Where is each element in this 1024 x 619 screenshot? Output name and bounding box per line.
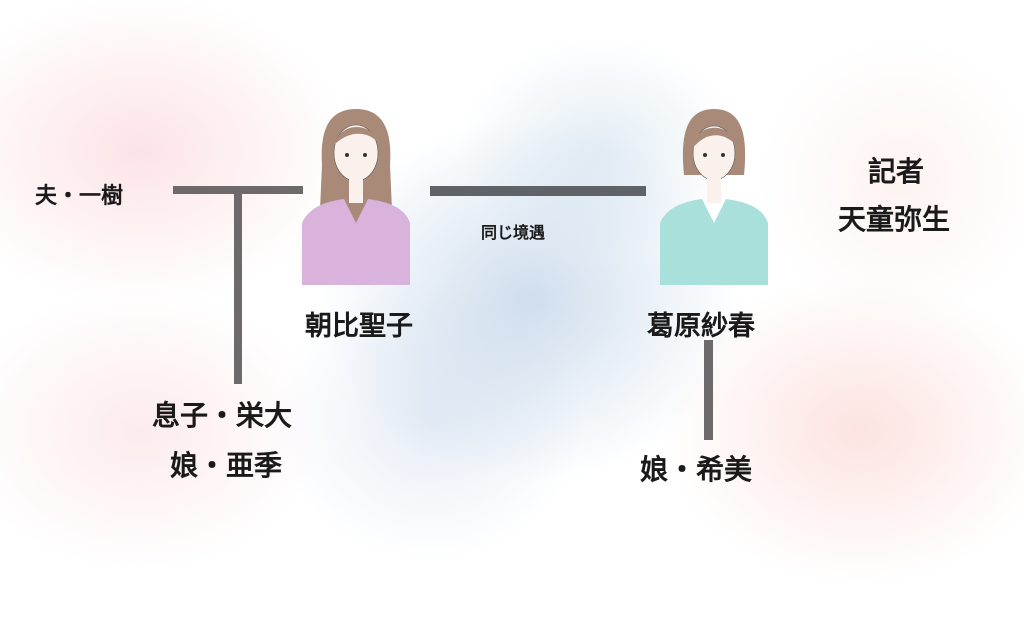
reporter-role: 記者 — [868, 155, 925, 188]
seiko-illustration — [302, 109, 410, 285]
daughter-aki-label: 娘・亜季 — [170, 449, 283, 482]
husband-label: 夫・一樹 — [35, 184, 124, 209]
seiko-name: 朝比聖子 — [305, 311, 413, 342]
reporter-name: 天童弥生 — [838, 203, 951, 236]
daughter-line — [704, 340, 713, 440]
saharu-illustration — [660, 109, 768, 285]
children-line — [234, 186, 242, 384]
same-situation-line — [430, 186, 646, 196]
son-label: 息子・栄大 — [152, 399, 293, 432]
saharu-name: 葛原紗春 — [647, 311, 755, 342]
relation-label: 同じ境遇 — [481, 223, 546, 242]
daughter-nozomi-label: 娘・希美 — [640, 453, 753, 486]
